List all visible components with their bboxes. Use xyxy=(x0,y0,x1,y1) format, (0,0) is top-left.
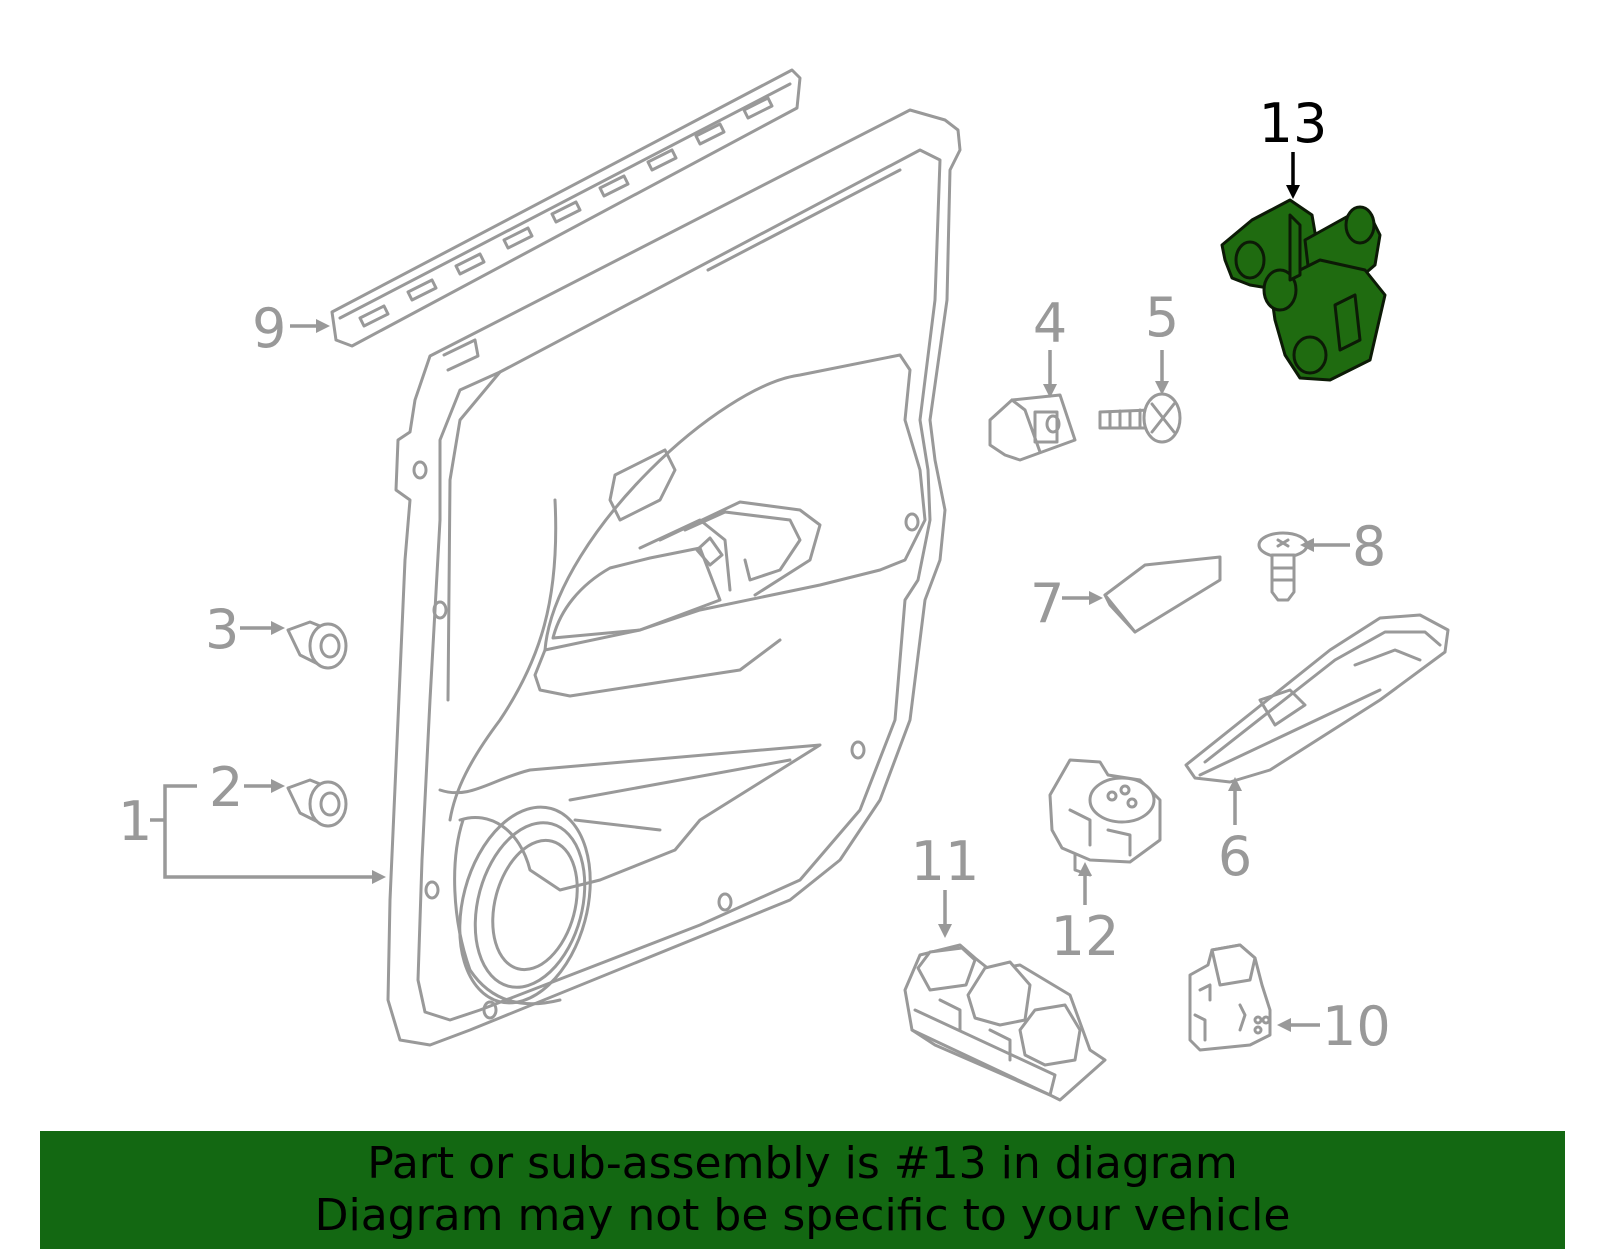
callout-1: 1 xyxy=(118,790,152,853)
callout-2: 2 xyxy=(209,756,243,819)
callout-10: 10 xyxy=(1322,995,1391,1058)
part-11-window-master-switch[interactable] xyxy=(903,943,1107,1102)
part-3-clip[interactable] xyxy=(286,620,348,670)
part-13-switch-assembly[interactable] xyxy=(1220,198,1387,382)
callout-9: 9 xyxy=(252,297,286,360)
callout-labels: 1 2 3 4 5 6 7 8 9 10 11 12 13 xyxy=(118,92,1391,1058)
part-12-switch[interactable] xyxy=(1048,758,1162,877)
callout-7: 7 xyxy=(1030,572,1064,635)
callout-3: 3 xyxy=(205,598,239,661)
part-6-switch-finisher[interactable] xyxy=(1184,613,1450,784)
part-10-switch[interactable] xyxy=(1188,943,1272,1052)
banner-line-1: Part or sub-assembly is #13 in diagram xyxy=(367,1138,1238,1189)
callout-11: 11 xyxy=(911,830,980,893)
callout-12: 12 xyxy=(1051,905,1120,968)
leader-lines xyxy=(150,152,1350,1032)
info-banner: Part or sub-assembly is #13 in diagram D… xyxy=(40,1131,1565,1249)
part-7-plate[interactable] xyxy=(1103,555,1222,634)
callout-8: 8 xyxy=(1352,515,1386,578)
banner-line-2: Diagram may not be specific to your vehi… xyxy=(314,1190,1291,1241)
callout-4: 4 xyxy=(1033,292,1067,355)
callout-5: 5 xyxy=(1145,286,1179,349)
part-5-screw[interactable] xyxy=(1098,392,1182,444)
part-1-door-trim-panel[interactable] xyxy=(386,108,962,1047)
part-8-screw[interactable] xyxy=(1257,531,1309,602)
callout-13: 13 xyxy=(1259,92,1328,155)
callout-6: 6 xyxy=(1218,825,1252,888)
part-2-clip[interactable] xyxy=(286,778,348,828)
part-4-bracket[interactable] xyxy=(988,393,1077,462)
part-9-molding-strip[interactable] xyxy=(330,68,802,348)
